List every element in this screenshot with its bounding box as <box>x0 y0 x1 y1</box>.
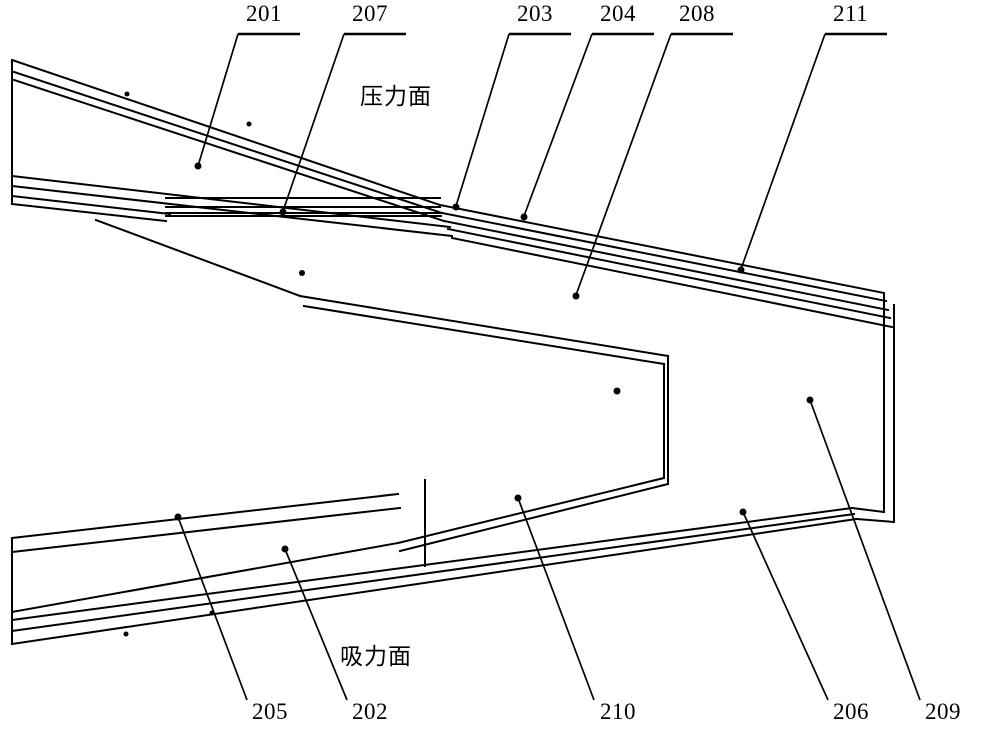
upper-blade-group <box>10 58 454 298</box>
leader-dot-211 <box>737 266 745 274</box>
lower-bottom-edge-3 <box>10 517 858 646</box>
leader-line-207 <box>282 33 345 212</box>
upper-bottom-edge-3 <box>10 194 172 216</box>
upper-top-edge-1 <box>10 58 442 207</box>
interior-marker-dot <box>613 387 621 395</box>
upper-edge-marker-dot <box>124 91 130 97</box>
upper-bottom-edge-2 <box>10 184 454 238</box>
lower-bottom-edge-2 <box>10 512 856 633</box>
leader-line-210 <box>517 497 595 701</box>
suction-surface-label: 吸力面 <box>340 644 412 670</box>
v-notch-group <box>298 294 670 553</box>
v-notch-lower-arm-1 <box>398 482 670 553</box>
right-panel-edge-5 <box>450 236 894 329</box>
lower-blade-group <box>10 492 858 646</box>
leader-line-208 <box>575 33 672 296</box>
reference-numeral-209: 209 <box>925 699 961 724</box>
upper-lower-diagonal <box>94 218 302 298</box>
upper-right-panel-group <box>438 203 894 329</box>
leader-line-203 <box>455 33 510 207</box>
leader-line-204 <box>523 33 593 217</box>
reference-numeral-204: 204 <box>600 1 636 26</box>
leader-dot-209 <box>806 396 814 404</box>
reference-numeral-207: 207 <box>352 1 388 26</box>
reference-numeral-201: 201 <box>246 1 282 26</box>
lower-edge-marker-dot-2 <box>209 610 215 616</box>
lower-edge-marker-dot <box>123 631 129 637</box>
leader-line-201 <box>197 33 239 167</box>
upper-bottom-edge-4 <box>10 202 168 223</box>
leader-line-205 <box>177 516 248 701</box>
leader-dot-204 <box>520 213 528 221</box>
leader-dot-208 <box>572 292 580 300</box>
right-panel-edge-2 <box>440 211 888 303</box>
pressure-surface-label: 压力面 <box>360 84 432 110</box>
right-panel-edge-3 <box>442 219 890 312</box>
v-notch-upper-arm-1 <box>298 294 670 358</box>
reference-numeral-210: 210 <box>600 699 636 724</box>
reference-numeral-202: 202 <box>352 699 388 724</box>
leader-dot-207 <box>279 208 287 216</box>
leader-lines-group <box>123 32 921 701</box>
trailing-edge-bottom-inner <box>850 506 886 514</box>
upper-top-edge-2 <box>12 70 444 215</box>
lower-top-edge-1 <box>10 492 400 540</box>
lower-top-edge-2 <box>10 506 402 554</box>
v-notch-upper-arm-2 <box>302 304 666 366</box>
right-panel-edge-1 <box>438 203 886 295</box>
leader-dot-205 <box>174 513 182 521</box>
reference-numeral-208: 208 <box>679 1 715 26</box>
v-notch-lower-arm-2 <box>396 476 666 545</box>
lower-inner-edge <box>10 541 400 614</box>
trailing-edge-face-group <box>850 292 896 524</box>
upper-bottom-edge-1 <box>10 174 452 229</box>
leader-dot-206 <box>739 508 747 516</box>
trailing-edge-bottom-outer <box>854 517 896 524</box>
leader-line-211 <box>740 33 826 270</box>
leader-dot-202 <box>281 545 289 553</box>
leader-line-206 <box>742 511 829 701</box>
leader-dot-203 <box>452 203 460 211</box>
reference-numeral-211: 211 <box>833 1 869 26</box>
reference-numeral-206: 206 <box>833 699 869 724</box>
reference-numeral-203: 203 <box>517 1 553 26</box>
upper-edge-marker-dot-2 <box>246 121 252 127</box>
leader-dot-201 <box>194 162 202 170</box>
upper-slot-marker-dot <box>299 270 305 276</box>
lower-bottom-edge-1 <box>10 506 854 622</box>
right-panel-edge-4 <box>446 227 892 320</box>
leader-line-209 <box>809 399 921 701</box>
leader-line-202 <box>284 548 348 701</box>
reference-numeral-205: 205 <box>252 699 288 724</box>
leader-dot-210 <box>514 494 522 502</box>
